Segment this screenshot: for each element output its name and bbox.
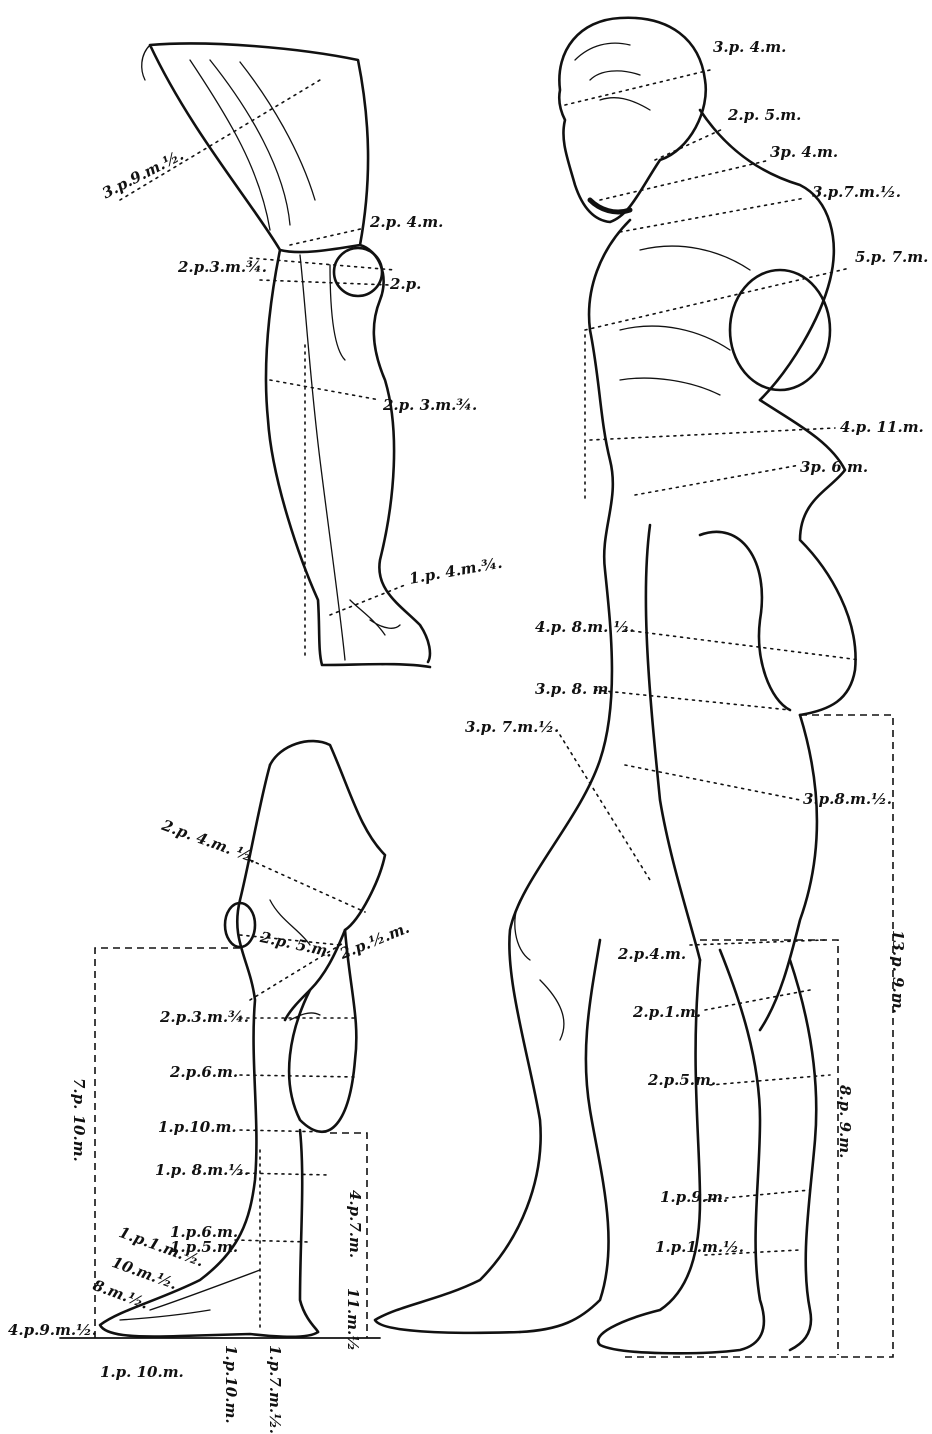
label-shoulders: 3.p.7.m.½.	[812, 185, 901, 200]
label-bottom-v2: 1.p.7.m.½.	[267, 1345, 282, 1434]
label-calf-upper: 2.p. 3.m.¾.	[383, 398, 477, 413]
label-fig-shin: 1.p.9.m.	[660, 1190, 728, 1205]
label-leg2-heel-height: 11.m.½	[345, 1288, 360, 1351]
label-head: 3.p. 4.m.	[713, 40, 786, 55]
label-buttocks: 4.p. 8.m. ½.	[535, 620, 634, 635]
label-leg2-box-height: 7.p. 10.m.	[71, 1078, 86, 1162]
label-chest: 5.p. 7.m.	[855, 250, 928, 265]
label-bottom-v1: 1.p.10.m.	[223, 1345, 238, 1424]
label-thigh-upper: 3.p. 8. m.	[535, 682, 614, 697]
label-total-height: 13.p. 9.m.	[890, 930, 905, 1014]
label-fig-lower-height: 8.p. 9.m.	[837, 1085, 852, 1158]
label-waist: 4.p. 11.m.	[840, 420, 924, 435]
label-neck-upper: 2.p. 5.m.	[728, 108, 801, 123]
label-leg2-calf-upper: 2.p.3.m.¾.	[160, 1010, 249, 1025]
label-bottom-left: 1.p. 10.m.	[100, 1365, 184, 1380]
label-knee-cap: 2.p.	[390, 277, 421, 292]
label-leg2-calf: 2.p.6.m.	[170, 1065, 238, 1080]
label-neck-lower: 3p. 4.m.	[770, 145, 838, 160]
label-fig-ankle: 1.p.1.m.½.	[655, 1240, 744, 1255]
label-fig-calf: 2.p.5.m.	[648, 1073, 716, 1088]
label-fig-knee: 2.p.4.m.	[618, 947, 686, 962]
label-knee-upper: 2.p.3.m.¾.	[178, 260, 267, 275]
upper-leg-drawing	[142, 43, 430, 667]
label-thigh-front: 3.p. 7.m.½.	[465, 720, 559, 735]
label-fig-calf-upper: 2.p.1.m.	[633, 1005, 701, 1020]
label-leg2-calf-lower: 1.p.10.m.	[158, 1120, 237, 1135]
label-thigh-above-knee: 2.p. 4.m.	[370, 215, 443, 230]
label-leg2-shin: 1.p. 8.m.½.	[155, 1163, 249, 1178]
label-hips-upper: 3p. 6.m.	[800, 460, 868, 475]
lower-leg-measure-lines	[60, 860, 380, 1338]
label-leg2-foot-length: 4.p.9.m.½.	[8, 1323, 97, 1338]
label-thigh-mid: 3.p.8.m.½.	[803, 792, 892, 807]
standing-figure-drawing	[375, 18, 856, 1354]
label-leg2-inner-box: 4.p.7.m.	[347, 1190, 362, 1258]
